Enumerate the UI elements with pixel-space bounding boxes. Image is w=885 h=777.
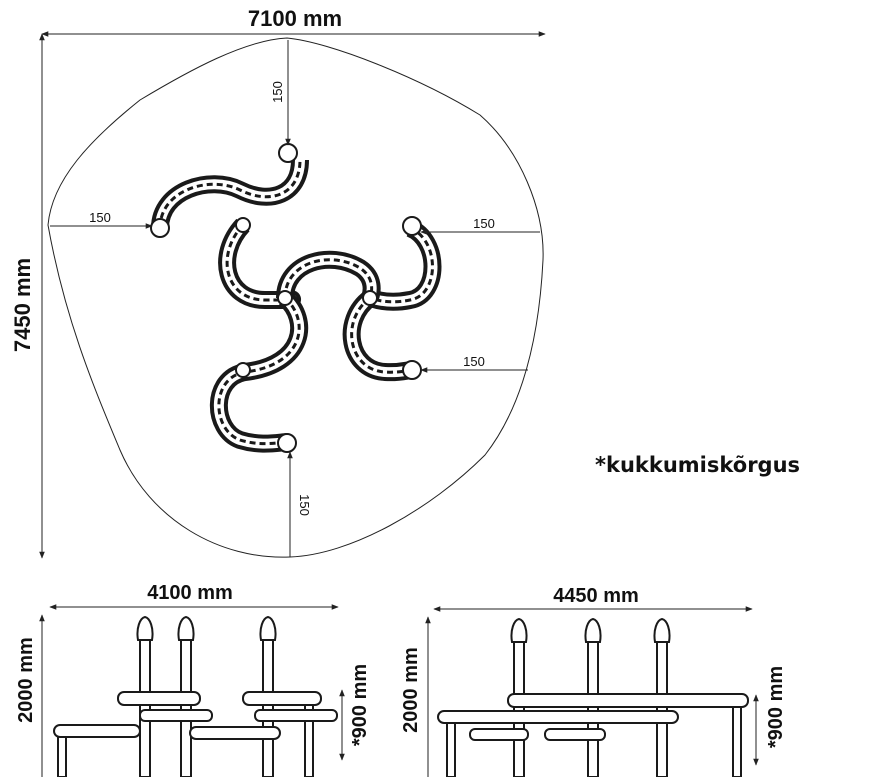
post-joints (150, 143, 422, 453)
clearance-right-upper-label: 150 (473, 216, 495, 231)
curved-arm-top-left (151, 159, 309, 229)
fall-height-note: *kukkumiskõrgus (595, 453, 800, 477)
curved-arm-bottom (209, 291, 309, 453)
elevation-left-height-label: 2000 mm (15, 637, 37, 723)
elevation-right-height-label: 2000 mm (400, 647, 422, 733)
equipment-top-view (150, 143, 442, 453)
plan-view: 7100 mm 7450 mm (10, 6, 546, 559)
elevation-right-width-label: 4450 mm (553, 585, 639, 607)
clearance-right-lower-label: 150 (463, 354, 485, 369)
clearance-top-label: 150 (270, 81, 285, 103)
elevation-right-fall-height-label: *900 mm (765, 666, 787, 748)
curved-arm-centre (276, 250, 381, 301)
elevation-left-width-label: 4100 mm (147, 582, 233, 604)
elevation-right: 4450 mm 2000 mm *900 mm (400, 585, 787, 777)
equipment-side-view-left (53, 615, 338, 777)
clearance-bottom-label: 150 (297, 494, 312, 516)
elevation-left-fall-height-label: *900 mm (349, 664, 371, 746)
plan-width-label: 7100 mm (248, 6, 342, 31)
clearance-left-label: 150 (89, 210, 111, 225)
equipment-side-view-right (437, 617, 749, 777)
plan-height-label: 7450 mm (10, 258, 35, 352)
elevation-left: 4100 mm 2000 mm *900 mm (15, 582, 371, 777)
